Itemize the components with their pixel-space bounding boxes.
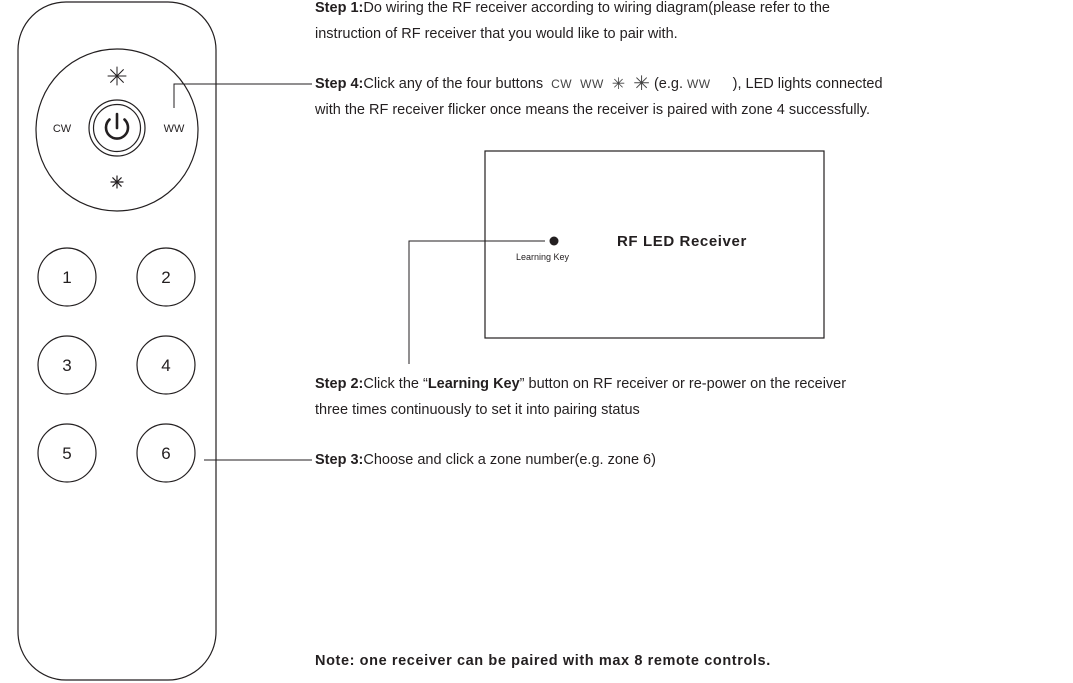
zone-button-4-label: 4: [161, 356, 170, 375]
learning-key-button[interactable]: [549, 236, 559, 246]
step4-line2: with the RF receiver flicker once means …: [315, 102, 870, 118]
step3-text: Choose and click a zone number(e.g. zone…: [363, 452, 656, 468]
eg-ww-symbol: WW: [686, 77, 711, 91]
step4-text-after: ), LED lights connected: [732, 76, 883, 92]
brightness-small-icon: ✳: [611, 74, 626, 93]
receiver-title: RF LED Receiver: [617, 233, 747, 250]
ww-button[interactable]: WW: [164, 123, 185, 135]
step4-text-before: Click any of the four buttons: [363, 76, 544, 92]
step2-line2: three times continuously to set it into …: [315, 402, 640, 418]
zone-button-4[interactable]: 4: [136, 335, 196, 395]
zone-button-3[interactable]: 3: [37, 335, 97, 395]
step2-text-before: Click the “: [363, 376, 428, 392]
step2-text-after: ” button on RF receiver or re-power on t…: [519, 376, 847, 392]
zone-button-5[interactable]: 5: [37, 423, 97, 483]
step4-eg-open: (e.g.: [653, 76, 683, 92]
zone-button-6[interactable]: 6: [136, 423, 196, 483]
step3-label: Step 3:: [315, 452, 364, 468]
cw-symbol: CW: [551, 77, 573, 91]
zone-button-1[interactable]: 1: [37, 247, 97, 307]
step3-text: Step 3:Choose and click a zone number(e.…: [315, 448, 656, 472]
rf-receiver-box: [484, 150, 825, 339]
learning-key-label: Learning Key: [516, 252, 570, 262]
zone-button-5-label: 5: [62, 444, 71, 463]
step1-label: Step 1:: [315, 0, 364, 16]
cw-button[interactable]: CW: [53, 123, 72, 135]
zone-button-1-label: 1: [62, 268, 71, 287]
step2-bold: Learning Key: [427, 376, 520, 392]
ww-symbol: WW: [580, 77, 604, 91]
note-text: Note: one receiver can be paired with ma…: [315, 653, 771, 669]
step2-leader-line: [408, 240, 545, 364]
step4-leader-line: [173, 83, 312, 108]
brightness-down-icon[interactable]: [110, 175, 124, 189]
step4-text-line2: with the RF receiver flicker once means …: [315, 98, 870, 122]
step4-label: Step 4:: [315, 76, 364, 92]
step1-line2: instruction of RF receiver that you woul…: [315, 26, 678, 42]
brightness-large-icon: ✳: [633, 71, 650, 95]
brightness-up-icon[interactable]: [107, 66, 127, 86]
step1-text-line2: instruction of RF receiver that you woul…: [315, 22, 678, 46]
zone-button-2[interactable]: 2: [136, 247, 196, 307]
power-button[interactable]: [88, 99, 146, 157]
step1-text: Step 1:Do wiring the RF receiver accordi…: [315, 0, 830, 20]
power-icon: [104, 112, 130, 140]
zone-button-2-label: 2: [161, 268, 170, 287]
step4-text: Step 4:Click any of the four buttons CW W…: [315, 72, 883, 96]
step2-text: Step 2:Click the “Learning Key” button o…: [315, 372, 846, 396]
step1-line1: Do wiring the RF receiver according to w…: [363, 0, 830, 16]
zone-button-3-label: 3: [62, 356, 71, 375]
zone-button-6-label: 6: [161, 444, 170, 463]
step2-text-line2: three times continuously to set it into …: [315, 398, 640, 422]
step2-label: Step 2:: [315, 376, 364, 392]
